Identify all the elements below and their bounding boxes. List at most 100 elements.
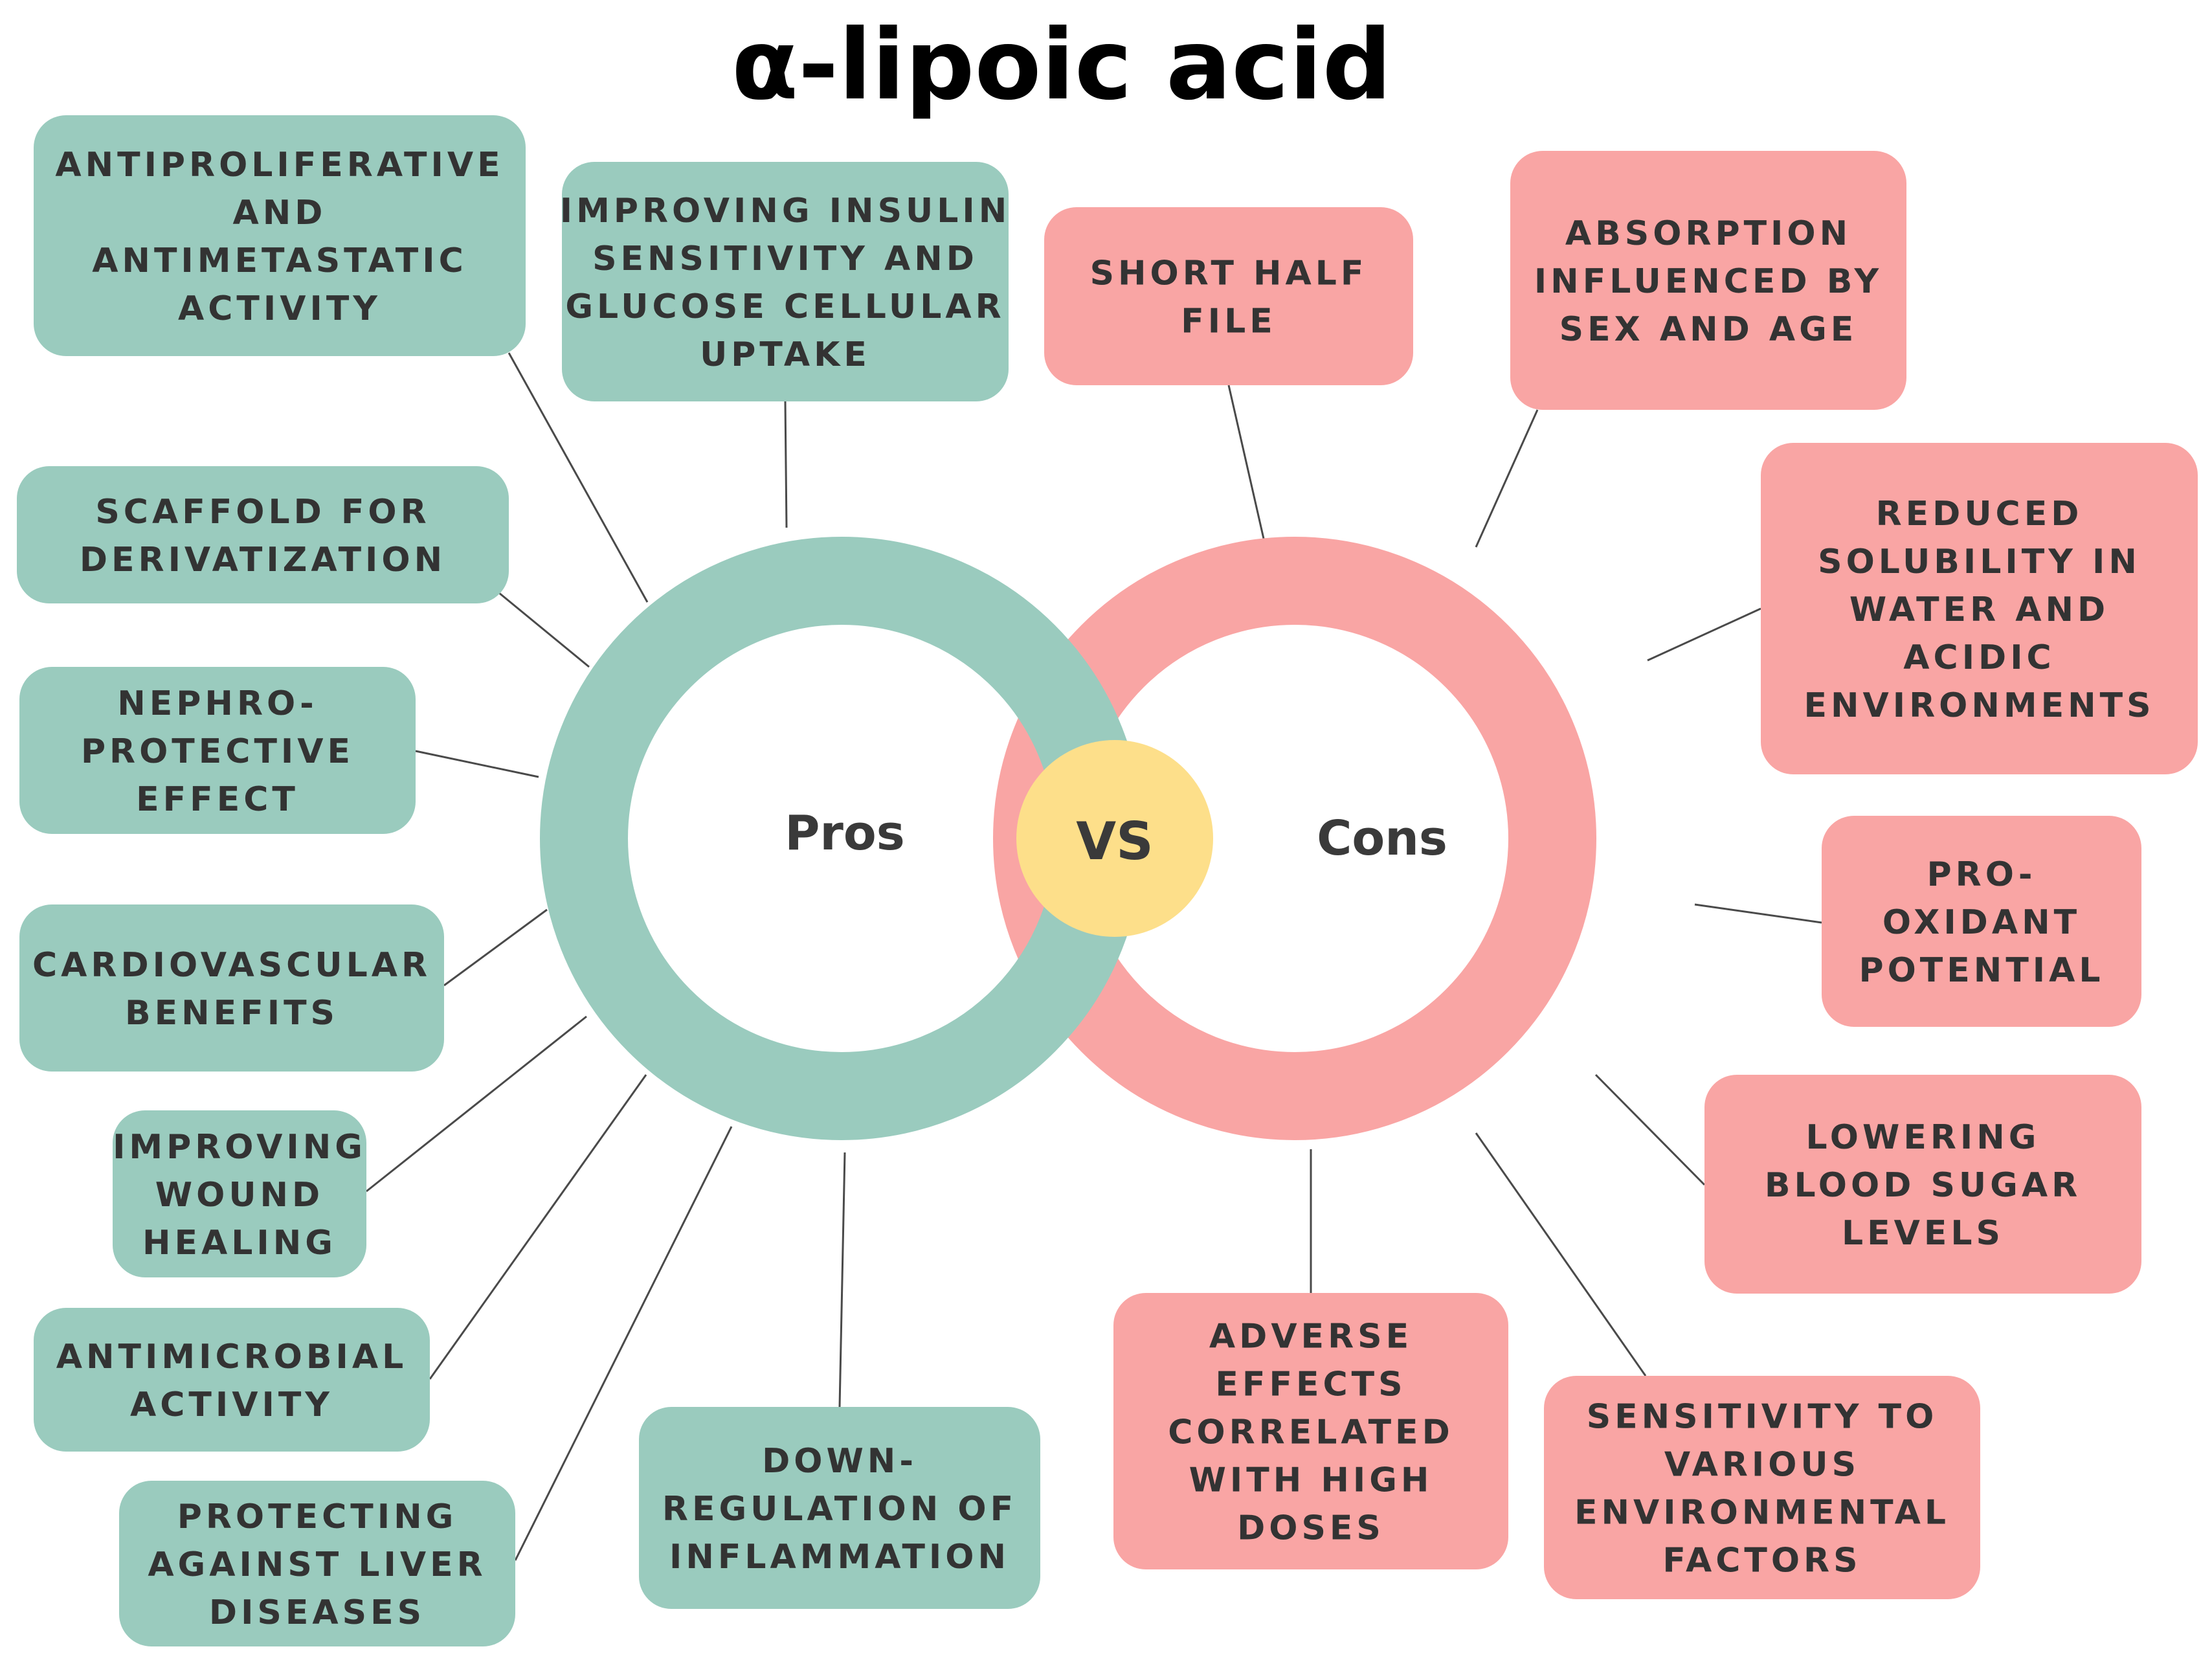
cons-connector-absorption [1475,409,1539,548]
cons-item-box [1044,207,1413,385]
pros-item-text-line: AND [233,194,327,232]
cons-item-text-line: PRO- [1927,855,2037,894]
pros-connector-antimicrobial [429,1074,647,1380]
connector-lines [366,352,1822,1561]
pros-connector-nephro [415,750,539,778]
pros-item-text-line: REGULATION OF [662,1490,1017,1529]
cons-item-text-line: ENVIRONMENTAL [1574,1494,1950,1533]
pros-item-wound: IMPROVING WOUND HEALING [113,1110,366,1277]
pros-item-cardio: CARDIOVASCULAR BENEFITS [19,904,444,1072]
cons-item-sensitivity: SENSITIVITY TOVARIOUSENVIRONMENTALFACTOR… [1544,1376,1980,1599]
pros-item-insulin: IMPROVING INSULIN SENSITIVITY AND GLUCOSE … [560,162,1011,401]
cons-item-text-line: VARIOUS [1664,1446,1860,1485]
pros-item-text-line: DERIVATIZATION [80,541,446,579]
pros-item-text-line: GLUCOSE CELLULAR [565,287,1005,326]
pros-item-box [19,667,416,834]
pros-item-text-line: AGAINST LIVER [148,1545,486,1584]
cons-item-text-line: ADVERSE [1209,1318,1413,1356]
cons-item-text-line: ENVIRONMENTS [1804,686,2154,725]
cons-item-text-line: ABSORPTION [1565,214,1851,253]
cons-item-text-line: WITH HIGH [1189,1461,1433,1500]
pros-item-liver: PROTECTING AGAINST LIVER DISEASES [119,1481,515,1646]
pros-item-nephro: NEPHRO- PROTECTIVE EFFECT [19,667,416,834]
cons-item-text-line: SHORT HALF [1090,254,1368,293]
pros-item-text-line: IMPROVING [113,1128,366,1167]
pros-item-box [17,466,509,603]
cons-item-prooxidant: PRO- OXIDANT POTENTIAL [1822,816,2141,1027]
pros-item-box [119,1481,515,1646]
pros-item-text-line: EFFECT [136,780,299,819]
pros-item-antiproliferative: ANTIPROLIFERATIVEANDANTIMETASTATICACTIVI… [34,115,526,356]
cons-item-text-line: WATER AND [1849,590,2109,629]
pros-item-box [34,1308,430,1452]
cons-connector-prooxidant [1694,903,1822,924]
pros-label: Pros [785,805,905,861]
pros-connector-antiproliferative [508,352,649,603]
cons-item-blood-sugar: LOWERING BLOOD SUGAR LEVELS [1704,1075,2141,1294]
cons-item-text-line: LEVELS [1842,1214,2004,1253]
cons-item-text-line: SOLUBILITY IN [1818,543,2141,581]
cons-item-box [1704,1075,2141,1294]
pros-item-text-line: DOWN- [762,1442,917,1481]
pros-item-box [19,904,444,1072]
cons-item-text-line: FACTORS [1662,1542,1861,1580]
cons-item-text-line: EFFECTS [1215,1365,1406,1404]
pros-connector-scaffold [498,591,590,668]
cons-connector-blood-sugar [1594,1073,1706,1186]
cons-item-text-line: ACIDIC [1903,638,2055,677]
cons-item-box [1761,443,2198,774]
cons-connector-sensitivity [1475,1132,1647,1376]
cons-item-text-line: OXIDANT [1882,903,2081,942]
cons-item-text-line: DOSES [1237,1509,1385,1548]
pros-connector-insulin [784,401,788,528]
cons-connector-solubility [1647,607,1761,662]
pros-item-text-line: WOUND [155,1176,324,1215]
pros-connector-wound [366,1015,587,1193]
cons-connector-half-life [1227,385,1267,548]
cons-item-box [1510,151,1906,410]
pros-item-scaffold: SCAFFOLD FOR DERIVATIZATION [17,466,509,603]
cons-item-text-line: INFLUENCED BY [1534,262,1882,301]
cons-item-text-line: POTENTIAL [1859,951,2104,990]
vs-label: VS [1076,811,1154,871]
cons-item-absorption: ABSORPTION INFLUENCED BY SEX AND AGE [1510,151,1906,410]
cons-item-solubility: REDUCED SOLUBILITY IN WATER AND ACIDIC ENVIR… [1761,443,2198,774]
pros-item-text-line: IMPROVING INSULIN [560,192,1011,230]
pros-item-text-line: SENSITIVITY AND [592,240,978,278]
pros-item-text-line: CARDIOVASCULAR [32,946,431,985]
pros-item-text-line: SCAFFOLD FOR [95,493,430,532]
vs-circle [1016,740,1213,937]
cons-item-text-line: SEX AND AGE [1559,310,1858,349]
cons-label: Cons [1317,811,1447,866]
pros-item-text-line: PROTECTING [177,1498,458,1536]
pros-item-text-line: NEPHRO- [117,684,317,723]
pros-item-text-line: BENEFITS [125,994,339,1033]
vs-badge: VS [1016,740,1213,937]
pros-item-text-line: ACTIVITY [130,1386,333,1424]
cons-item-text-line: LOWERING [1806,1118,2040,1157]
cons-item-box [1822,816,2141,1027]
pros-list: ANTIPROLIFERATIVEANDANTIMETASTATICACTIVI… [17,115,1040,1646]
pros-item-text-line: PROTECTIVE [81,732,354,771]
pros-item-text-line: HEALING [142,1224,337,1263]
pros-item-text-line: ANTIMETASTATIC [92,241,467,280]
pros-connector-cardio [443,908,548,987]
diagram-title: α-lipoic acid [732,9,1392,122]
pros-item-box [113,1110,366,1277]
pros-item-inflammation: DOWN- REGULATION OF INFLAMMATION [639,1407,1040,1609]
cons-item-box [1544,1376,1980,1599]
pros-item-box [562,162,1009,401]
pros-connector-inflammation [838,1152,846,1408]
cons-item-box [1113,1293,1508,1569]
pros-connector-liver [514,1126,733,1561]
pros-item-text-line: DISEASES [209,1593,425,1632]
cons-item-text-line: REDUCED [1876,495,2083,533]
pros-item-text-line: ACTIVITY [178,289,381,328]
pros-item-text-line: INFLAMMATION [669,1538,1010,1577]
cons-item-text-line: BLOOD SUGAR [1765,1166,2081,1205]
